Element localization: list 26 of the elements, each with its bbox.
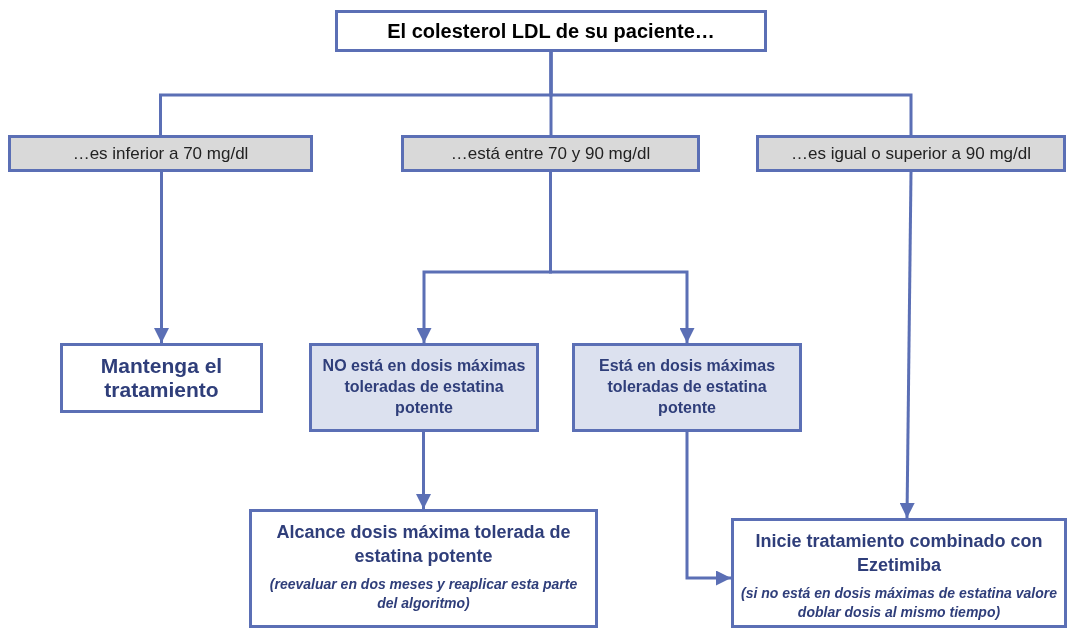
- action-box: [731, 518, 1067, 628]
- node-text: El colesterol LDL de su paciente…: [387, 19, 715, 43]
- decision-box: [572, 343, 802, 432]
- note-text: (reevaluar en dos meses y reaplicar esta parte del algoritmo): [268, 574, 579, 614]
- connector-line: [549, 52, 913, 135]
- node-text: Mantenga el tratamiento: [99, 354, 224, 402]
- node-text: …está entre 70 y 90 mg/dl: [450, 143, 651, 164]
- node-text: Alcance dosis máxima tolerada de estatina potente: [275, 521, 572, 569]
- node-text: Está en dosis máximas toleradas de estatina potente: [597, 356, 777, 418]
- node-text: NO está en dosis máximas toleradas de estatina potente: [321, 356, 527, 418]
- action-box: [249, 509, 598, 628]
- note-text: (si no está en dosis máximas de estatina valore doblar dosis al mismo tiempo): [740, 583, 1058, 623]
- condition-box: [401, 135, 700, 172]
- node-text: Inicie tratamiento combinado con Ezetimiba: [754, 530, 1044, 578]
- title-box: [335, 10, 767, 52]
- action-box: [60, 343, 263, 413]
- arrow: [549, 172, 695, 343]
- arrow: [416, 432, 431, 509]
- condition-box: [8, 135, 313, 172]
- node-text: …es inferior a 70 mg/dl: [72, 143, 249, 164]
- node-text: …es igual o superior a 90 mg/dl: [791, 143, 1031, 164]
- arrow: [154, 172, 169, 343]
- arrow: [899, 172, 915, 518]
- condition-box: [756, 135, 1066, 172]
- decision-box: [309, 343, 539, 432]
- arrow: [685, 432, 731, 586]
